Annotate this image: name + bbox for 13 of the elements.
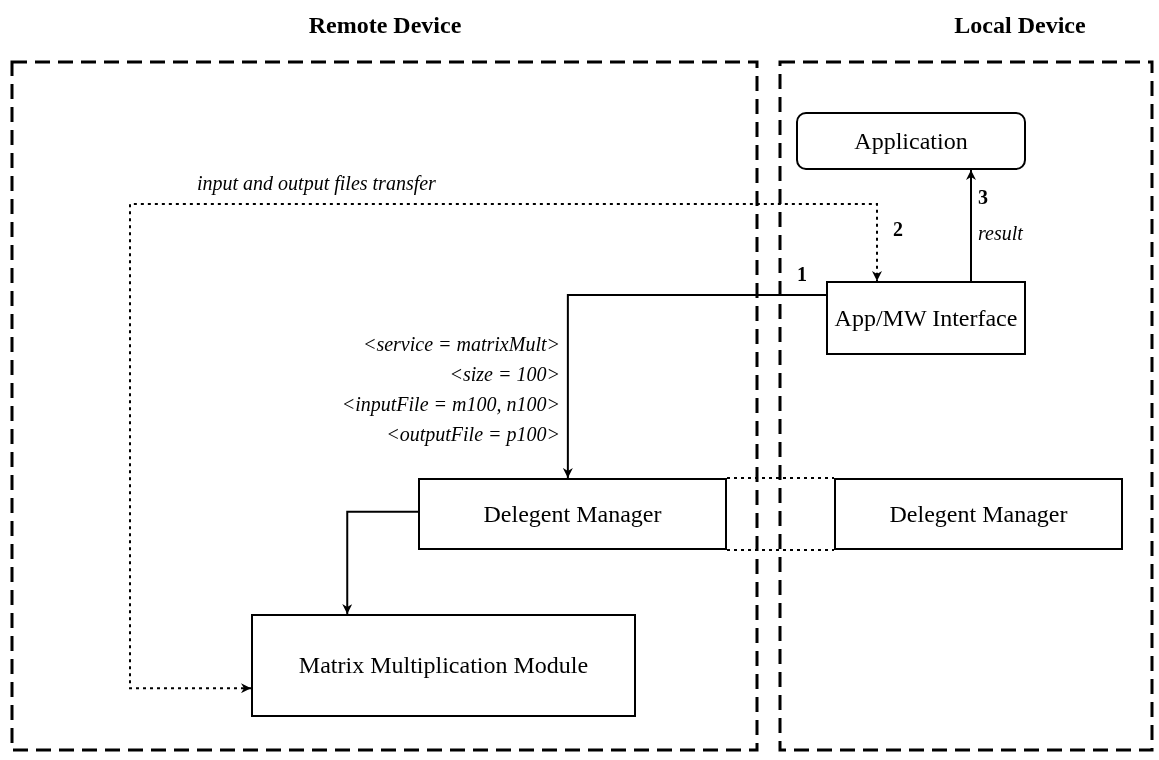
edge-label: input and output files transfer — [197, 172, 436, 195]
dashed-connector — [726, 477, 835, 551]
process-box: Matrix Multiplication Module — [251, 614, 636, 717]
rounded-box: Application — [796, 112, 1026, 170]
arrow — [562, 294, 827, 479]
arrow — [342, 510, 419, 615]
dashed-connector — [129, 203, 882, 694]
process-box: Delegent Manager — [834, 478, 1123, 550]
region-title: Local Device — [954, 12, 1086, 39]
process-box: App/MW Interface — [826, 281, 1026, 355]
arrow — [966, 169, 976, 282]
region-title: Remote Device — [308, 12, 462, 39]
process-box: Delegent Manager — [418, 478, 727, 550]
